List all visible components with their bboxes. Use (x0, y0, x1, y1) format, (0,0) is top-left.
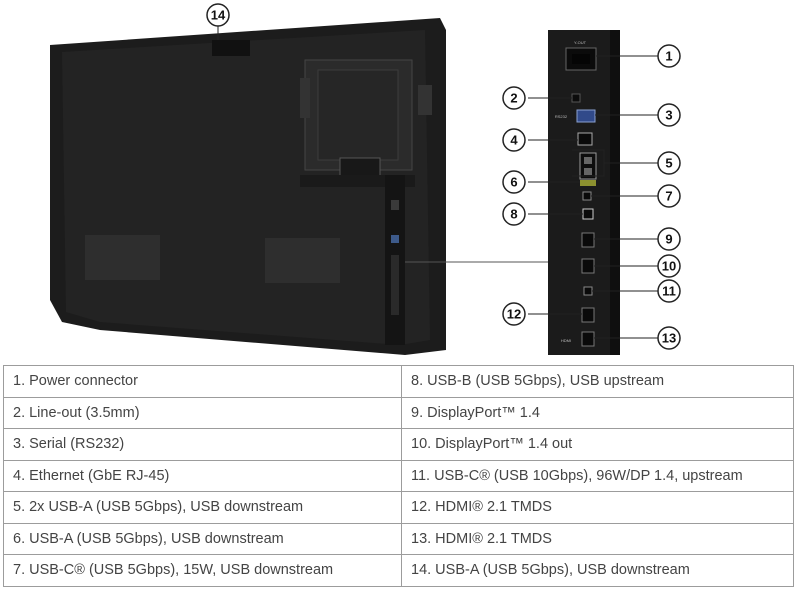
callout-number: 10 (662, 259, 676, 274)
table-cell: 12. HDMI® 2.1 TMDS (401, 491, 794, 524)
callout-6: 6 (502, 170, 526, 194)
callout-number: 3 (665, 108, 672, 123)
line-out-port (571, 93, 581, 103)
callout-number: 1 (665, 49, 672, 64)
callout-number: 8 (510, 207, 517, 222)
callout-12: 12 (502, 302, 526, 326)
ethernet-port (577, 132, 593, 146)
table-row: 3. Serial (RS232)10. DisplayPort™ 1.4 ou… (3, 428, 794, 461)
callout-number: 14 (211, 8, 226, 23)
usb-b-port (582, 208, 594, 220)
callout-number: 4 (510, 133, 518, 148)
hdmi-label: HDMI (561, 338, 571, 343)
callout-number: 2 (510, 91, 517, 106)
table-row: 2. Line-out (3.5mm)9. DisplayPort™ 1.4 (3, 396, 794, 429)
table-cell: 7. USB-C® (USB 5Gbps), 15W, USB downstre… (3, 554, 402, 587)
callout-4: 4 (502, 128, 526, 152)
usb-c-port-15w (582, 191, 592, 201)
hdmi-port-1 (581, 307, 595, 323)
table-cell: 10. DisplayPort™ 1.4 out (401, 428, 794, 461)
io-panel-body (548, 30, 612, 355)
table-cell: 13. HDMI® 2.1 TMDS (401, 522, 794, 555)
io-panel-closeup: Y-OUT RS232 HDMI (548, 30, 620, 355)
displayport-out (581, 258, 595, 274)
hdmi-port-2 (581, 331, 595, 347)
left-vent-grille (85, 235, 160, 280)
callout-2: 2 (502, 86, 526, 110)
mount-bracket (300, 59, 432, 187)
callout-circle (657, 44, 681, 68)
table-cell: 3. Serial (RS232) (3, 428, 402, 461)
callout-14: 14 (206, 3, 230, 27)
callout-circle (206, 3, 230, 27)
callout-circle (657, 254, 681, 278)
displayport-in (581, 232, 595, 248)
monitor-back-view (50, 18, 558, 355)
monitor-rear-diagram: Y-OUT RS232 HDMI 1 (50, 3, 681, 355)
callout-number: 6 (510, 175, 517, 190)
callout-number: 9 (665, 232, 672, 247)
usb-a-single-port (580, 180, 596, 186)
leader-lines (217, 26, 658, 339)
table-cell: 11. USB-C® (USB 10Gbps), 96W/DP 1.4, ups… (401, 459, 794, 492)
usb-c-port-96w (583, 286, 593, 296)
callout-number: 7 (665, 189, 672, 204)
callout-7: 7 (657, 184, 681, 208)
callout-9: 9 (657, 227, 681, 251)
rs232-label: RS232 (555, 114, 568, 119)
serial-port (576, 109, 596, 123)
callout-3: 3 (657, 103, 681, 127)
callout-number: 12 (507, 307, 521, 322)
callout-11: 11 (657, 279, 681, 303)
callout-circle (502, 86, 526, 110)
table-cell: 2. Line-out (3.5mm) (3, 396, 402, 429)
center-vent-grille (265, 238, 340, 283)
callout-number: 13 (662, 331, 676, 346)
table-cell: 5. 2x USB-A (USB 5Gbps), USB downstream (3, 491, 402, 524)
table-row: 4. Ethernet (GbE RJ-45)11. USB-C® (USB 1… (3, 459, 794, 492)
usb-a-double-port (579, 152, 597, 180)
callout-circle (657, 184, 681, 208)
callout-10: 10 (657, 254, 681, 278)
callout-circle (657, 227, 681, 251)
callout-circle (657, 103, 681, 127)
callout-13: 13 (657, 326, 681, 350)
callout-circle (502, 128, 526, 152)
callout-5: 5 (657, 151, 681, 175)
top-usb-housing (212, 40, 250, 56)
table-cell: 4. Ethernet (GbE RJ-45) (3, 459, 402, 492)
callout-number: 5 (665, 156, 672, 171)
table-cell: 9. DisplayPort™ 1.4 (401, 396, 794, 429)
callout-circle (502, 170, 526, 194)
callout-8: 8 (502, 202, 526, 226)
callout-circle (657, 279, 681, 303)
table-cell: 14. USB-A (USB 5Gbps), USB downstream (401, 554, 794, 587)
callout-circle (502, 202, 526, 226)
table-row: 7. USB-C® (USB 5Gbps), 15W, USB downstre… (3, 554, 794, 587)
callout-1: 1 (657, 44, 681, 68)
table-cell: 6. USB-A (USB 5Gbps), USB downstream (3, 522, 402, 555)
callout-circle (657, 326, 681, 350)
power-label: Y-OUT (574, 40, 587, 45)
table-cell: 8. USB-B (USB 5Gbps), USB upstream (401, 365, 794, 398)
callout-circle (657, 151, 681, 175)
callout-number: 11 (662, 284, 676, 299)
table-cell: 1. Power connector (3, 365, 402, 398)
callout-circle (502, 302, 526, 326)
